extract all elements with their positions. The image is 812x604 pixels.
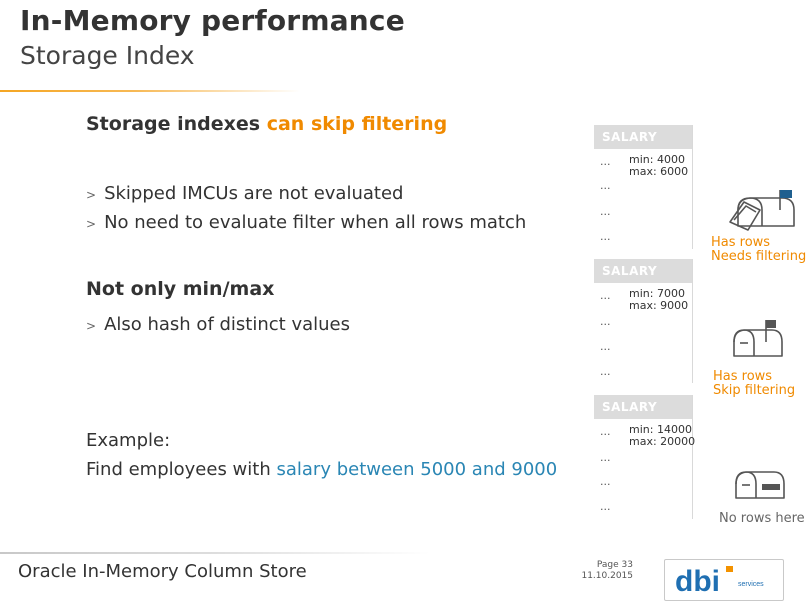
footer-title: Oracle In-Memory Column Store — [18, 561, 307, 582]
salary-header: SALARY — [594, 259, 692, 283]
salary-imcu-1: SALARY ... min: 4000 max: 6000 ... ... .… — [594, 125, 693, 249]
status-label-needs-filtering: Has rows Needs filtering — [711, 236, 806, 264]
example-accent-text: salary between 5000 and 9000 — [276, 459, 558, 480]
status-line: Needs filtering — [711, 249, 807, 264]
dbi-services-logo: dbi services — [664, 559, 784, 601]
mailbox-flag-up-icon — [729, 190, 795, 231]
mailbox-flag-up-closed-icon — [733, 320, 783, 357]
salary-imcu-2: SALARY ... min: 7000 max: 9000 ... ... .… — [594, 259, 693, 383]
status-label-no-rows: No rows here — [719, 511, 805, 526]
max-value: max: 9000 — [629, 299, 689, 312]
logo-sub-text: services — [738, 581, 764, 588]
bullet-item: > Skipped IMCUs are not evaluated — [86, 183, 403, 204]
slide-title: In-Memory performance — [20, 4, 405, 37]
status-label-skip-filtering: Has rows Skip filtering — [713, 370, 795, 398]
bullet-marker: > — [86, 217, 97, 231]
dbi-logo-mark: dbi services — [675, 565, 764, 598]
slide-subtitle: Storage Index — [20, 41, 195, 70]
example-text: Find employees with salary between 5000 … — [86, 459, 557, 480]
status-line: Has rows — [713, 369, 773, 384]
section-heading-storage-indexes: Storage indexes can skip filtering — [86, 113, 447, 135]
row-ellipsis: ... — [600, 425, 611, 438]
bullet-marker: > — [86, 319, 97, 333]
row-ellipsis: ... — [600, 205, 611, 218]
row-ellipsis: ... — [600, 179, 611, 192]
bullet-item: > Also hash of distinct values — [86, 314, 350, 335]
row-ellipsis: ... — [600, 475, 611, 488]
max-value: max: 20000 — [629, 435, 696, 448]
row-ellipsis: ... — [600, 500, 611, 513]
bullet-item: > No need to evaluate filter when all row… — [86, 212, 526, 233]
salary-imcu-3: SALARY ... min: 14000 max: 20000 ... ...… — [594, 395, 696, 519]
bullet-text: Skipped IMCUs are not evaluated — [104, 183, 404, 204]
example-plain-text: Find employees with — [86, 459, 271, 480]
row-ellipsis: ... — [600, 155, 611, 168]
page-info: Page 33 11.10.2015 — [573, 560, 633, 582]
page-date: 11.10.2015 — [581, 571, 633, 581]
min-value: min: 14000 — [629, 423, 692, 436]
row-ellipsis: ... — [600, 451, 611, 464]
row-ellipsis: ... — [600, 365, 611, 378]
mailbox-empty-icon — [735, 471, 785, 499]
salary-header: SALARY — [594, 395, 692, 419]
max-value: max: 6000 — [629, 165, 689, 178]
example-label: Example: — [86, 430, 171, 451]
bullet-text: Also hash of distinct values — [104, 314, 350, 335]
status-line: Skip filtering — [713, 383, 796, 398]
title-divider — [0, 90, 300, 92]
row-ellipsis: ... — [600, 315, 611, 328]
footer-divider — [0, 552, 430, 554]
row-ellipsis: ... — [600, 289, 611, 302]
logo-dot — [726, 566, 733, 572]
min-value: min: 4000 — [629, 153, 685, 166]
logo-main-text: dbi — [675, 565, 720, 598]
status-line: Has rows — [711, 235, 771, 250]
section-heading-not-only-minmax: Not only min/max — [86, 278, 275, 300]
bullet-text: No need to evaluate filter when all rows… — [104, 212, 527, 233]
min-value: min: 7000 — [629, 287, 685, 300]
row-ellipsis: ... — [600, 340, 611, 353]
heading-plain-text: Storage indexes — [86, 113, 261, 135]
heading-accent-text: can skip filtering — [266, 113, 448, 135]
page-number: Page 33 — [596, 560, 633, 570]
salary-header: SALARY — [594, 125, 692, 149]
row-ellipsis: ... — [600, 230, 611, 243]
bullet-marker: > — [86, 188, 97, 202]
